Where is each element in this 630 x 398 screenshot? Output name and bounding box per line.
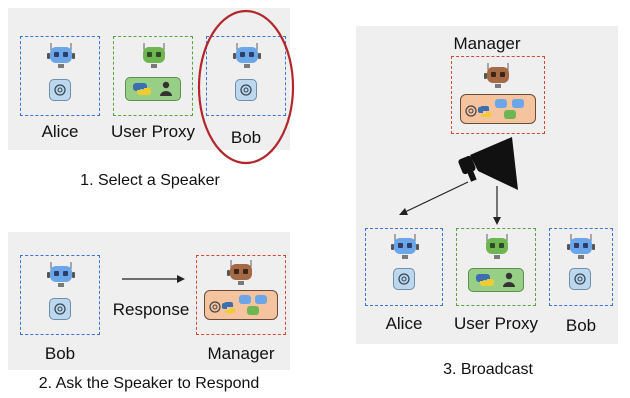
manager-agent-box	[196, 255, 286, 335]
user-proxy-agent-box	[456, 228, 536, 306]
blue-robot-icon	[47, 262, 75, 287]
step1-caption: 1. Select a Speaker	[80, 172, 220, 189]
step2-caption: 2. Ask the Speaker to Respond	[38, 375, 260, 392]
openai-logo-icon	[235, 79, 257, 101]
blue-robot-icon	[567, 234, 595, 259]
blue-robot-icon	[233, 43, 261, 68]
user-proxy-agent-box	[113, 36, 193, 116]
openai-logo-icon	[49, 79, 71, 101]
openai-logo-icon	[393, 268, 415, 290]
user-proxy-tools-card	[468, 268, 524, 292]
user-proxy-label: User Proxy	[453, 314, 539, 333]
bob-label: Bob	[230, 128, 262, 147]
manager-team-card	[460, 94, 536, 124]
user-proxy-label: User Proxy	[110, 122, 196, 141]
bob-agent-box	[549, 228, 613, 306]
user-proxy-tools-card	[125, 77, 181, 101]
alice-label: Alice	[385, 314, 423, 333]
openai-logo-icon	[49, 298, 71, 320]
step3-caption: 3. Broadcast	[443, 361, 533, 378]
blue-robot-icon	[391, 234, 419, 259]
blue-robot-icon	[47, 43, 75, 68]
manager-agent-box	[451, 56, 545, 134]
alice-agent-box	[365, 228, 443, 306]
bob-agent-box	[20, 255, 100, 335]
megaphone-icon	[458, 137, 518, 190]
bob-label: Bob	[44, 344, 76, 363]
openai-logo-icon	[569, 268, 591, 290]
manager-team-card	[204, 290, 278, 320]
green-robot-icon	[486, 234, 508, 259]
brown-robot-icon	[227, 260, 252, 285]
manager-label: Manager	[207, 344, 275, 363]
bob-agent-box	[206, 36, 286, 116]
brown-robot-icon	[484, 63, 509, 88]
alice-agent-box	[20, 36, 100, 116]
green-robot-icon	[143, 43, 165, 68]
broadcast-arrow-left	[399, 181, 469, 215]
response-label: Response	[112, 300, 190, 319]
manager-label: Manager	[453, 34, 521, 53]
alice-label: Alice	[41, 122, 79, 141]
bob-label: Bob	[565, 316, 597, 335]
broadcast-arrow-down	[493, 186, 501, 225]
